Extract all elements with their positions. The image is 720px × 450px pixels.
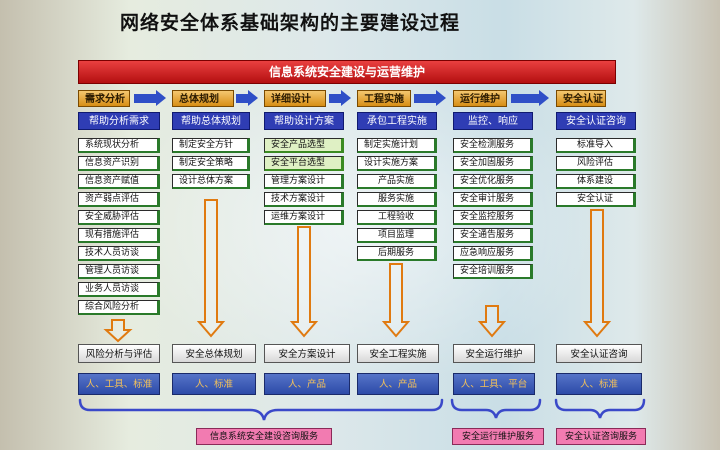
output-box-4: 安全运行维护	[453, 344, 535, 363]
task-item: 安全审计服务	[453, 192, 533, 207]
task-item: 设计总体方案	[172, 174, 250, 189]
task-item: 工程验收	[357, 210, 437, 225]
task-item: 综合风险分析	[78, 300, 160, 315]
task-item: 技术人员访谈	[78, 246, 160, 261]
resource-box-4: 人、工具、平台	[453, 373, 535, 395]
output-box-0: 风险分析与评估	[78, 344, 160, 363]
task-item: 制定安全方针	[172, 138, 250, 153]
task-item: 制定安全策略	[172, 156, 250, 171]
task-item: 应急响应服务	[453, 246, 533, 261]
phase-header-2: 详细设计	[264, 90, 326, 107]
task-item: 产品实施	[357, 174, 437, 189]
helper-bar-1: 帮助总体规划	[172, 112, 250, 130]
phase-header-4: 运行维护	[453, 90, 507, 107]
helper-bar-2: 帮助设计方案	[264, 112, 344, 130]
helper-bar-4: 监控、响应	[453, 112, 533, 130]
task-item: 安全产品选型	[264, 138, 344, 153]
task-list-4: 安全检测服务 安全加固服务 安全优化服务 安全审计服务 安全监控服务 安全通告服…	[453, 138, 533, 282]
task-item: 现有措施评估	[78, 228, 160, 243]
task-item: 安全加固服务	[453, 156, 533, 171]
task-list-5: 标准导入 风险评估 体系建设 安全认证	[556, 138, 636, 210]
task-item: 风险评估	[556, 156, 636, 171]
task-list-0: 系统现状分析 信息资产识别 信息资产赋值 资产弱点评估 安全威胁评估 现有措施评…	[78, 138, 160, 318]
task-item: 安全通告服务	[453, 228, 533, 243]
task-item: 安全威胁评估	[78, 210, 160, 225]
resource-box-2: 人、产品	[264, 373, 350, 395]
resource-box-1: 人、标准	[172, 373, 256, 395]
footer-label-0: 信息系统安全建设咨询服务	[196, 428, 332, 445]
brace-mid	[450, 398, 542, 419]
helper-bar-0: 帮助分析需求	[78, 112, 160, 130]
task-item: 资产弱点评估	[78, 192, 160, 207]
task-item: 信息资产识别	[78, 156, 160, 171]
phase-header-5: 安全认证	[556, 90, 606, 107]
task-item: 安全检测服务	[453, 138, 533, 153]
task-item: 安全监控服务	[453, 210, 533, 225]
resource-box-0: 人、工具、标准	[78, 373, 160, 395]
task-item: 设计实施方案	[357, 156, 437, 171]
brace-left	[78, 398, 444, 421]
task-item: 技术方案设计	[264, 192, 344, 207]
footer-label-1: 安全运行维护服务	[452, 428, 544, 445]
brace-right	[554, 398, 646, 419]
task-item: 安全认证	[556, 192, 636, 207]
helper-bar-3: 承包工程实施	[357, 112, 437, 130]
footer-label-2: 安全认证咨询服务	[556, 428, 646, 445]
task-item: 后期服务	[357, 246, 437, 261]
output-box-3: 安全工程实施	[357, 344, 439, 363]
phase-header-3: 工程实施	[357, 90, 411, 107]
resource-box-3: 人、产品	[357, 373, 439, 395]
task-list-3: 制定实施计划 设计实施方案 产品实施 服务实施 工程验收 项目监理 后期服务	[357, 138, 437, 264]
task-item: 安全优化服务	[453, 174, 533, 189]
task-item: 标准导入	[556, 138, 636, 153]
output-box-5: 安全认证咨询	[556, 344, 642, 363]
task-item: 项目监理	[357, 228, 437, 243]
task-item: 管理人员访谈	[78, 264, 160, 279]
page-title: 网络安全体系基础架构的主要建设过程	[120, 12, 461, 34]
resource-box-5: 人、标准	[556, 373, 642, 395]
task-list-2: 安全产品选型 安全平台选型 管理方案设计 技术方案设计 运维方案设计	[264, 138, 344, 228]
task-list-1: 制定安全方针 制定安全策略 设计总体方案	[172, 138, 250, 192]
task-item: 业务人员访谈	[78, 282, 160, 297]
task-item: 系统现状分析	[78, 138, 160, 153]
task-item: 信息资产赋值	[78, 174, 160, 189]
task-item: 安全培训服务	[453, 264, 533, 279]
task-item: 体系建设	[556, 174, 636, 189]
task-item: 运维方案设计	[264, 210, 344, 225]
phase-header-0: 需求分析	[78, 90, 130, 107]
task-item: 制定实施计划	[357, 138, 437, 153]
phase-header-1: 总体规划	[172, 90, 234, 107]
task-item: 安全平台选型	[264, 156, 344, 171]
output-box-2: 安全方案设计	[264, 344, 350, 363]
top-banner: 信息系统安全建设与运营维护	[78, 60, 616, 84]
helper-bar-5: 安全认证咨询	[556, 112, 636, 130]
output-box-1: 安全总体规划	[172, 344, 256, 363]
task-item: 管理方案设计	[264, 174, 344, 189]
task-item: 服务实施	[357, 192, 437, 207]
